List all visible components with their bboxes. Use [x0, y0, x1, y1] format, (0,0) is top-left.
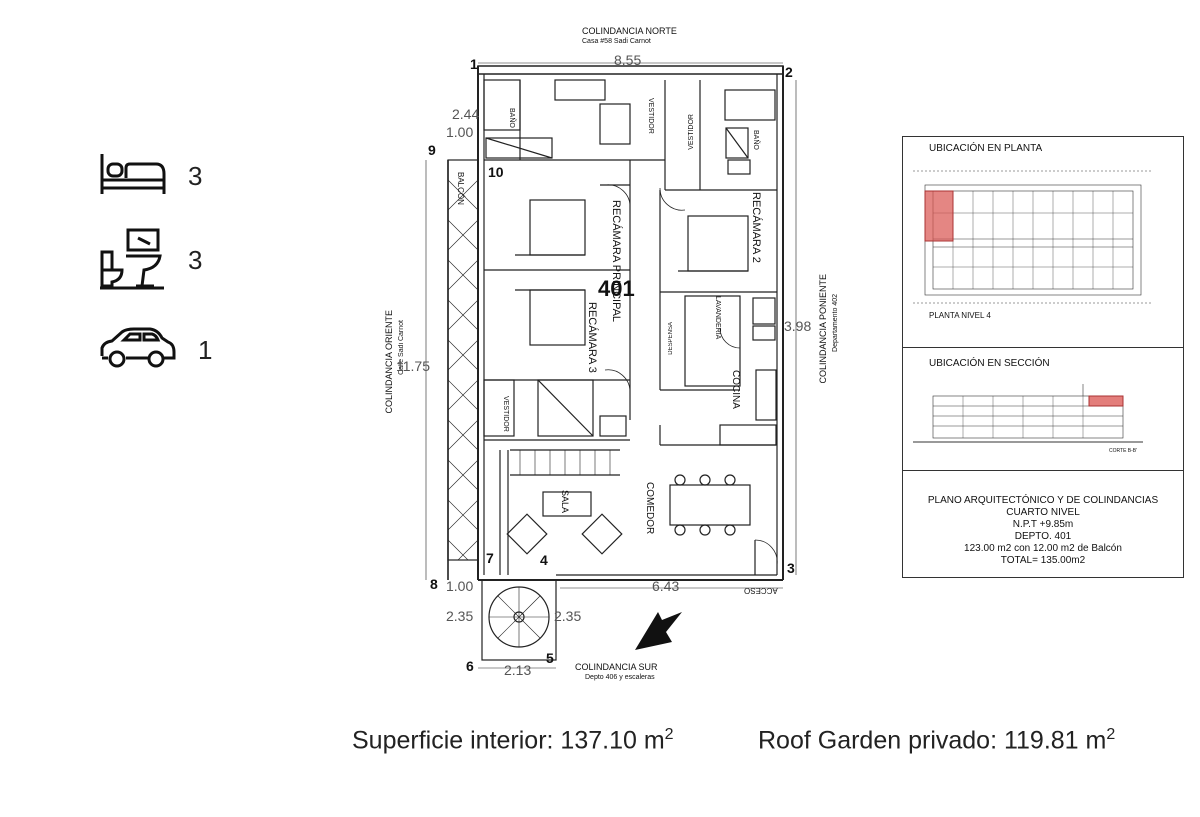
room-bano-1: BAÑO — [508, 108, 515, 128]
roof-garden-area-exp: 2 — [1106, 726, 1116, 743]
room-vestidor-2: VESTIDOR — [688, 114, 695, 150]
dim-1-00-top: 1.00 — [446, 124, 474, 140]
dim-1-00-bottom: 1.00 — [446, 578, 474, 594]
bedrooms-count: 3 — [188, 161, 203, 191]
interior-area-label: Superficie interior: 137.10 m — [352, 726, 665, 755]
car-icon — [98, 326, 178, 375]
point-4: 4 — [540, 552, 548, 568]
north-boundary-sub: Casa #58 Sadi Carnot — [582, 38, 651, 45]
plan-info-line1: PLANO ARQUITECTÓNICO Y DE COLINDANCIAS — [927, 495, 1159, 506]
roof-garden-area-label: Roof Garden privado: 119.81 m — [758, 726, 1107, 755]
dim-2-44: 2.44 — [452, 106, 480, 122]
room-cocina: COCINA — [730, 370, 741, 409]
dim-2-35-right: 2.35 — [554, 608, 582, 624]
point-9: 9 — [428, 142, 436, 158]
bed-icon — [98, 150, 168, 203]
west-boundary: COLINDANCIA PONIENTE — [818, 274, 828, 384]
point-5: 5 — [546, 650, 554, 666]
dim-left-height: 11.75 — [396, 358, 430, 374]
unit-number: 401 — [598, 276, 635, 301]
west-boundary-sub: Departamento 402 — [832, 294, 839, 352]
room-bano-2: BAÑO — [752, 130, 759, 150]
north-boundary: COLINDANCIA NORTE — [582, 26, 677, 36]
dim-2-13: 2.13 — [504, 662, 532, 678]
room-vestidor-1: VESTIDOR — [647, 98, 654, 134]
roof-garden-area: Roof Garden privado: 119.81 m2 — [758, 726, 1115, 755]
dim-right-height: 3.98 — [784, 318, 812, 334]
location-plan-title: UBICACIÓN EN PLANTA — [929, 143, 1043, 154]
bathrooms-count: 3 — [188, 245, 203, 275]
room-recamara-2: RECÁMARA 2 — [750, 192, 762, 263]
floor-plan: COLINDANCIA NORTE Casa #58 Sadi Carnot C… — [360, 20, 860, 700]
room-acceso: ACCESO — [744, 586, 778, 595]
south-boundary: COLINDANCIA SUR — [575, 662, 658, 672]
point-6: 6 — [466, 658, 474, 674]
point-10: 10 — [488, 164, 504, 180]
plan-info-line4: DEPTO. 401 — [1014, 531, 1072, 542]
dim-bottom: 6.43 — [652, 578, 680, 594]
room-sala: SALA — [560, 490, 570, 514]
point-7: 7 — [486, 550, 494, 566]
room-recamara-3: RECÁMARA 3 — [586, 302, 598, 373]
point-2: 2 — [785, 64, 793, 80]
interior-area-exp: 2 — [664, 726, 674, 743]
parking-count: 1 — [198, 335, 213, 365]
location-section-caption: CORTE B-B' — [1109, 448, 1138, 454]
location-section-title: UBICACIÓN EN SECCIÓN — [929, 358, 1050, 369]
plan-info-text: PLANO ARQUITECTÓNICO Y DE COLINDANCIAS C… — [903, 495, 1183, 567]
plan-info-line2: CUARTO NIVEL — [1006, 507, 1080, 518]
location-section-drawing — [913, 384, 1143, 443]
point-8: 8 — [430, 576, 438, 592]
location-plan-drawing — [913, 170, 1153, 304]
parking-stat: 1 — [98, 326, 212, 375]
bedrooms-stat: 3 — [98, 150, 202, 203]
point-3: 3 — [787, 560, 795, 576]
room-vestidor-3: VESTIDOR — [502, 396, 509, 432]
toilet-sink-icon — [98, 226, 168, 295]
location-plan-caption: PLANTA NIVEL 4 — [929, 311, 991, 320]
plan-info-line3: N.P.T +9.85m — [1012, 519, 1074, 530]
interior-area: Superficie interior: 137.10 m2 — [352, 726, 674, 755]
south-boundary-sub: Depto 406 y escaleras — [585, 674, 655, 681]
east-boundary: COLINDANCIA ORIENTE — [384, 310, 394, 414]
location-section-panel: UBICACIÓN EN SECCIÓN CORTE B-B' — [902, 347, 1184, 471]
plan-info-panel: PLANO ARQUITECTÓNICO Y DE COLINDANCIAS C… — [902, 470, 1184, 578]
plan-info-line6: TOTAL= 135.00m2 — [1000, 555, 1086, 566]
dim-2-35-left: 2.35 — [446, 608, 474, 624]
point-1: 1 — [470, 56, 478, 72]
room-comedor: COMEDOR — [644, 482, 655, 535]
room-recamara-principal: RECÁMARA PRINCIPAL — [610, 200, 622, 323]
plan-info-line5: 123.00 m2 con 12.00 m2 de Balcón — [964, 543, 1122, 554]
bathrooms-stat: 3 — [98, 226, 202, 295]
dim-top: 8.55 — [614, 52, 642, 68]
room-despensa: DESPENSA — [668, 322, 674, 355]
location-plan-panel: UBICACIÓN EN PLANTA PLANTA NIVEL 4 — [902, 136, 1184, 348]
floor-plan-drawing — [425, 62, 797, 669]
room-balcon: BALCÓN — [456, 172, 465, 205]
room-lavanderia: LAVANDERIA — [714, 296, 721, 340]
